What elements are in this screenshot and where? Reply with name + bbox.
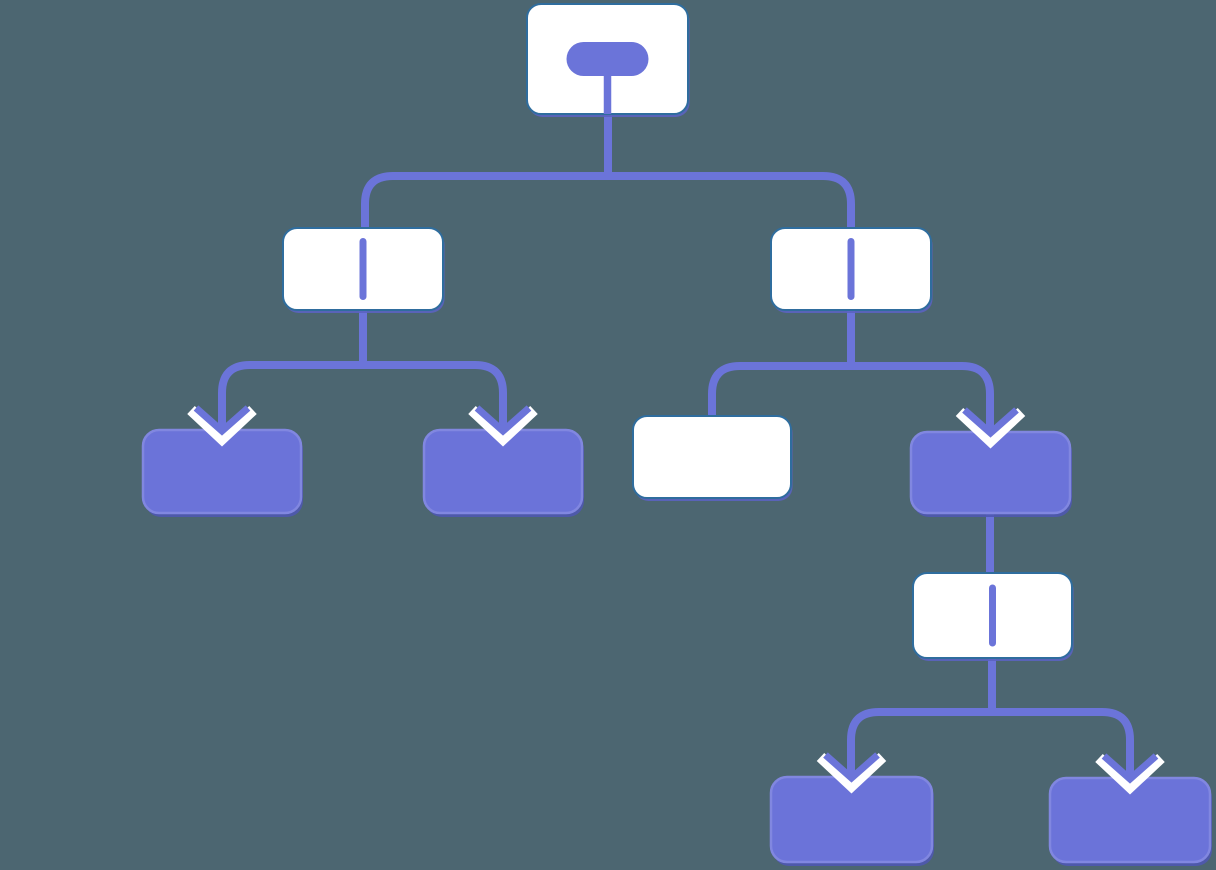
leaf-node-3-chevron-purple-icon bbox=[962, 407, 1019, 438]
branch-node-right-bar-glyph bbox=[847, 238, 855, 300]
root-node-pill-glyph bbox=[566, 42, 649, 76]
edge-right-split bbox=[708, 362, 994, 429]
edge-lower-split bbox=[847, 708, 1134, 775]
root-node-pill-stem bbox=[603, 75, 612, 114]
branch-node-left-bar-glyph bbox=[359, 238, 367, 300]
leaf-node-4-chevron-white-icon bbox=[816, 752, 887, 794]
branch-node-lower-bar-glyph bbox=[989, 584, 996, 647]
leaf-node-5-chevron-purple-icon bbox=[1101, 753, 1159, 784]
edge-left-split bbox=[218, 361, 507, 427]
leaf-node-2-chevron-purple-icon bbox=[474, 405, 532, 436]
leaf-node-1-chevron-white-icon bbox=[187, 405, 257, 447]
edge-root-split bbox=[361, 172, 855, 228]
leaf-node-1-chevron-purple-icon bbox=[193, 405, 251, 436]
child-node-empty bbox=[632, 415, 792, 499]
leaf-node-5-chevron-white-icon bbox=[1095, 753, 1165, 795]
leaf-node-3-chevron-white-icon bbox=[955, 407, 1026, 449]
leaf-node-2-chevron-white-icon bbox=[468, 405, 538, 447]
leaf-node-4-chevron-purple-icon bbox=[823, 752, 880, 783]
